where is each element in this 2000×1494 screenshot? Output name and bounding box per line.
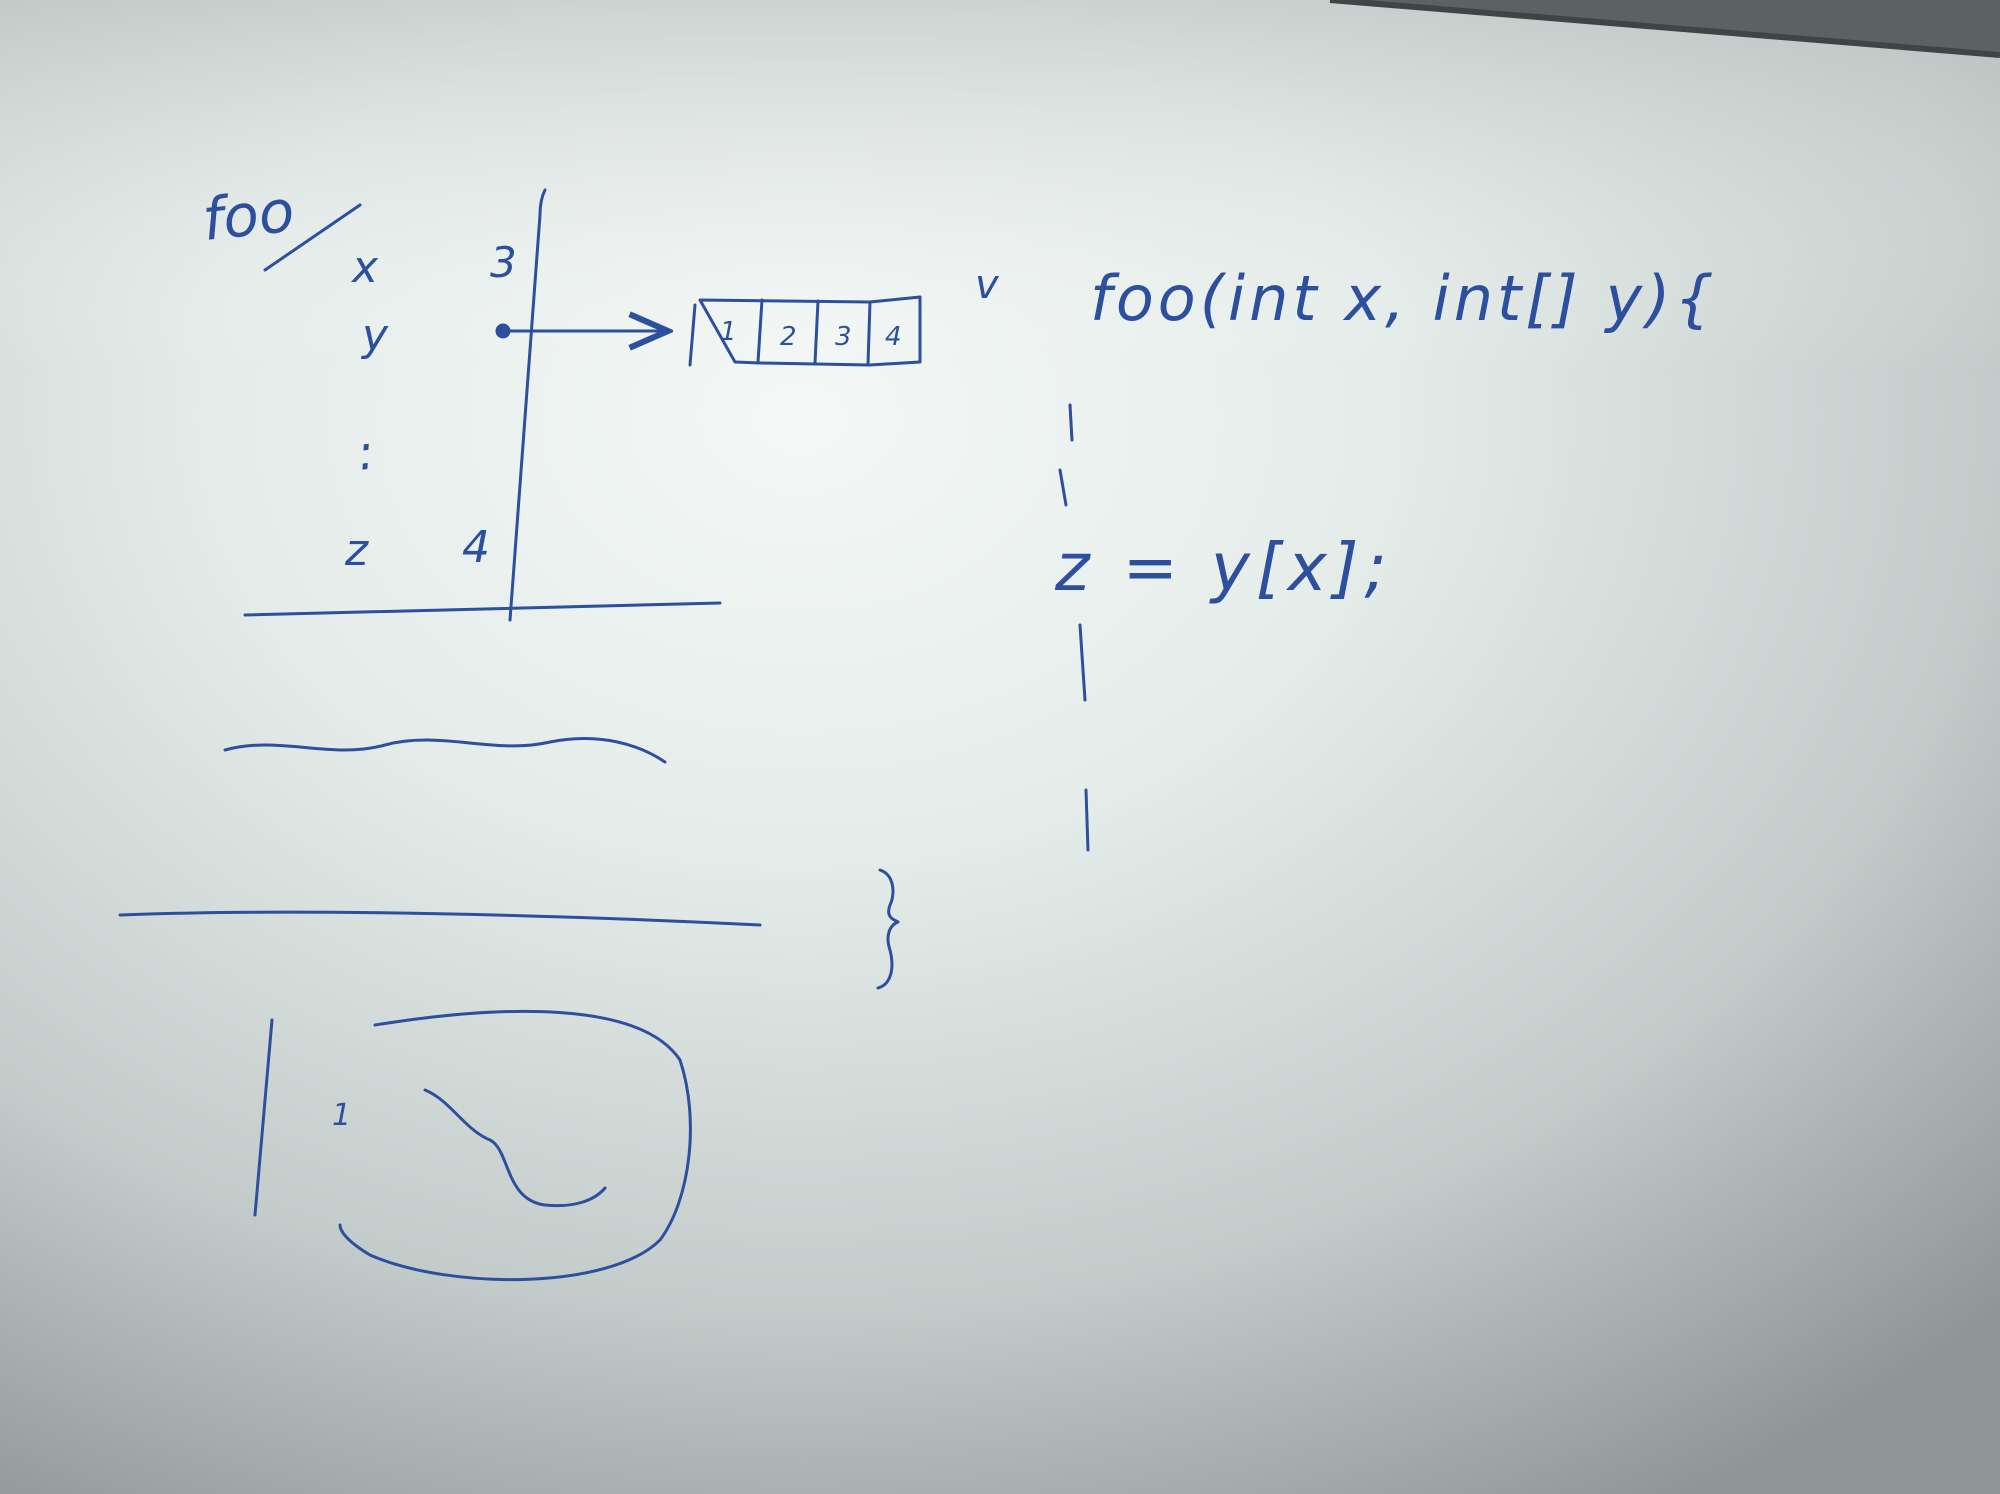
wavy-separator — [223, 737, 667, 764]
frame-label: foo — [199, 177, 297, 254]
array-cell-3: 3 — [835, 322, 852, 352]
code-signature: foo(int x, int[] y){ — [1090, 262, 1718, 335]
frame-label-slash — [263, 203, 362, 272]
frame-row-value-z: 4 — [462, 522, 490, 573]
frame-row-name-y: y — [360, 310, 389, 361]
heap-separator-line — [118, 910, 762, 927]
frame-row-value-x: 3 — [490, 238, 517, 287]
frame-bottom-line — [243, 601, 722, 617]
frame-row-name-x: x — [350, 242, 379, 293]
heap-object-left-edge — [253, 1018, 274, 1217]
array-cell-1: 1 — [720, 317, 737, 347]
frame-row-name-z: z — [344, 525, 369, 576]
heap-object-outline — [338, 1009, 692, 1282]
code-block-line — [1058, 403, 1090, 852]
array-cell-4: 4 — [885, 322, 902, 352]
sketch-cell-label: 1 — [332, 1098, 351, 1133]
heap-object-squiggle — [423, 1088, 607, 1208]
code-statement: z = y[x]; — [1054, 529, 1393, 606]
frame-row-ellipsis: : — [354, 424, 378, 482]
closing-brace — [876, 868, 900, 990]
array-box — [698, 295, 922, 367]
frame-divider-line — [508, 188, 547, 622]
code-check-mark: v — [975, 262, 1000, 308]
array-cell-2: 2 — [780, 322, 797, 352]
